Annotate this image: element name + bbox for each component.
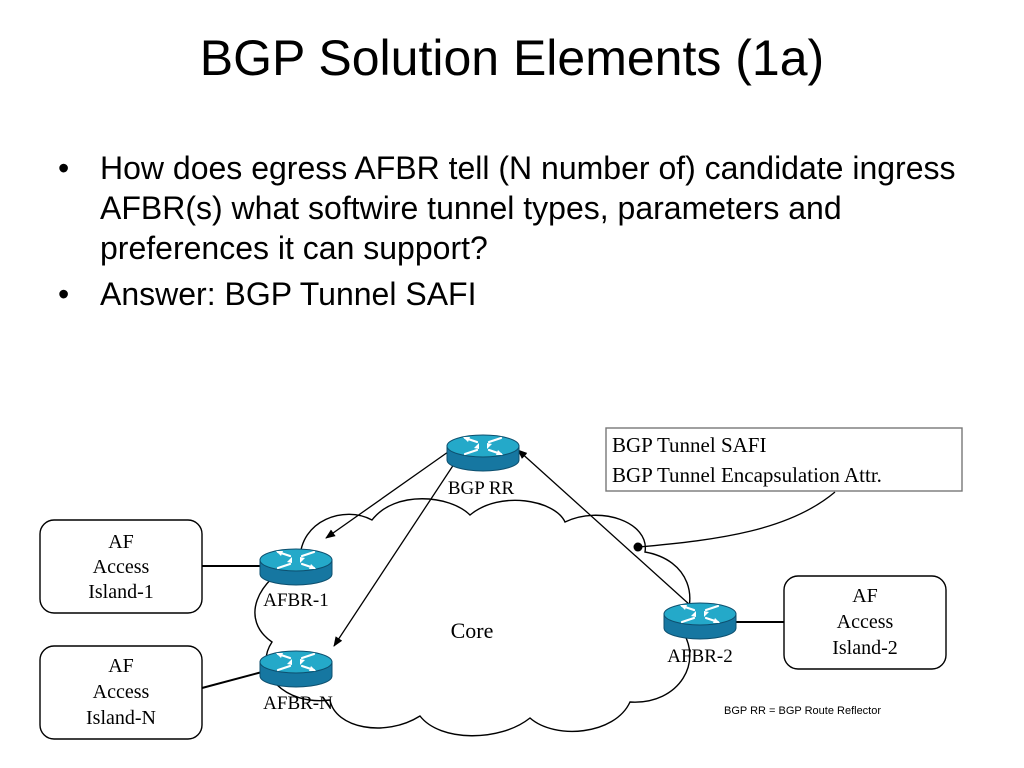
legend-callout-dot — [633, 542, 643, 552]
router-afbr-1: AFBR-1 — [258, 547, 334, 611]
access-island-2: AF Access Island-2 — [783, 575, 947, 670]
bullet-item: • Answer: BGP Tunnel SAFI — [58, 274, 978, 314]
bullet-list: • How does egress AFBR tell (N number of… — [58, 148, 978, 320]
access-island-n: AF Access Island-N — [39, 645, 203, 740]
access-island-1: AF Access Island-1 — [39, 519, 203, 614]
arrow-rr-to-afbr1 — [325, 451, 449, 539]
slide-title: BGP Solution Elements (1a) — [199, 30, 825, 86]
bullet-item: • How does egress AFBR tell (N number of… — [58, 148, 978, 268]
router-afbr-2: AFBR-2 — [662, 601, 738, 667]
island-1-line-1: AF — [108, 531, 134, 553]
legend-box: BGP Tunnel SAFI BGP Tunnel Encapsulation… — [605, 427, 963, 492]
core-cloud — [254, 498, 691, 737]
island-2-line-3: Island-2 — [832, 637, 898, 659]
island-n-line-2: Access — [93, 681, 150, 703]
router-label-afbrn: AFBR-N — [263, 693, 333, 714]
legend-line-2: BGP Tunnel Encapsulation Attr. — [612, 463, 882, 487]
bullet-glyph: • — [58, 276, 70, 312]
bullet-glyph: • — [58, 150, 70, 186]
island-n-line-3: Island-N — [86, 707, 156, 729]
island-1-line-2: Access — [93, 556, 150, 578]
router-label-afbr1: AFBR-1 — [263, 590, 328, 611]
router-label-rr: BGP RR — [448, 478, 515, 499]
router-bgp-rr: BGP RR — [445, 433, 521, 499]
router-icon — [258, 547, 334, 587]
legend-callout-line — [637, 491, 836, 548]
island-1-line-3: Island-1 — [88, 581, 154, 603]
island-n-line-1: AF — [108, 655, 134, 677]
core-label: Core — [451, 618, 494, 643]
arrow-rr-to-afbrn — [333, 457, 459, 647]
arrow-afbr2-to-rr — [517, 449, 691, 606]
router-icon — [258, 649, 334, 689]
link-islandn-afbrn — [201, 671, 263, 689]
island-2-line-1: AF — [852, 585, 878, 607]
bullet-text: How does egress AFBR tell (N number of) … — [100, 150, 956, 266]
bullet-text: Answer: BGP Tunnel SAFI — [100, 276, 477, 312]
router-label-afbr2: AFBR-2 — [667, 646, 732, 667]
router-icon — [445, 433, 521, 473]
router-icon — [662, 601, 738, 641]
island-2-line-2: Access — [837, 611, 894, 633]
footnote: BGP RR = BGP Route Reflector — [724, 705, 882, 717]
router-afbr-n: AFBR-N — [258, 649, 334, 714]
legend-line-1: BGP Tunnel SAFI — [612, 433, 766, 457]
